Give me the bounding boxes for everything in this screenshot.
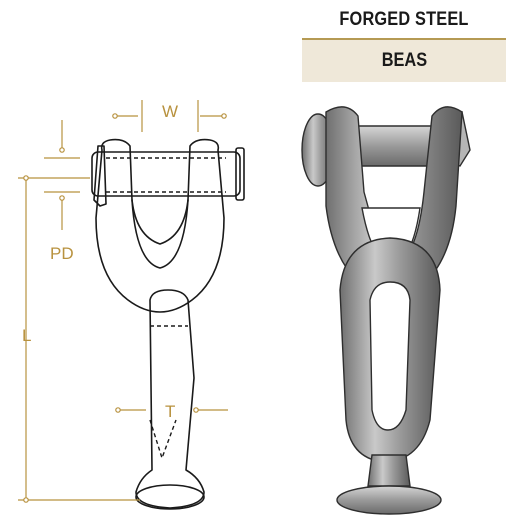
dimension-label-l: L <box>22 326 32 345</box>
pin-bolt <box>91 151 241 197</box>
material-title: FORGED STEEL <box>339 9 469 30</box>
dimension-label-t: T <box>165 402 176 421</box>
spec-header: FORGED STEEL BEAS <box>302 0 506 82</box>
dimension-label-pd: PD <box>50 244 74 263</box>
ball-end <box>135 484 205 510</box>
hidden-line-ball-cone <box>149 419 177 461</box>
header-divider <box>302 38 506 40</box>
shackle-inner-opening <box>131 199 189 269</box>
technical-drawing <box>18 100 245 510</box>
shackle-bow <box>95 138 225 313</box>
product-code-box: BEAS <box>302 40 506 82</box>
dimension-label-w: W <box>162 102 179 121</box>
cotter-pin <box>93 145 107 207</box>
render-neck <box>367 454 411 487</box>
product-code: BEAS <box>381 50 427 71</box>
render-ball-foot <box>336 485 442 515</box>
pin-head <box>235 147 245 201</box>
eye-tongue <box>135 289 205 509</box>
